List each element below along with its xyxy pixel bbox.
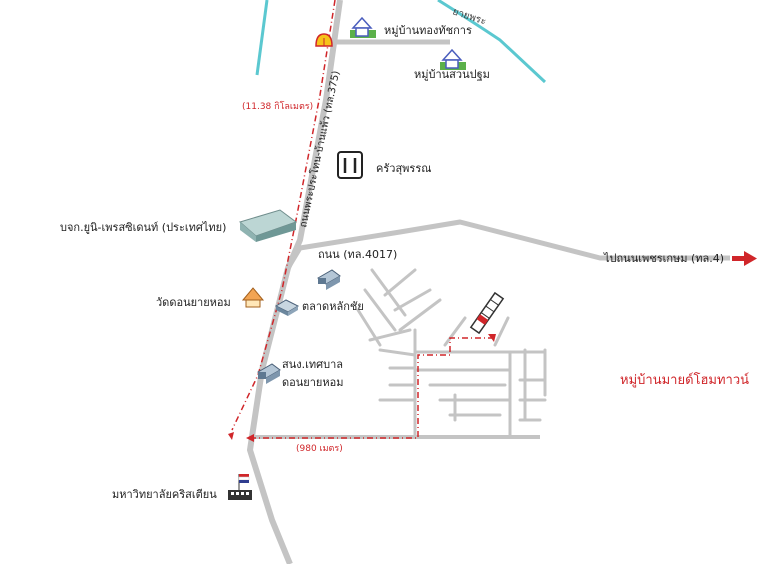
main-road-label: ถนนพระประโทน-บ้านแพ้ว (ทล.375): [296, 69, 342, 228]
house-icon: [350, 16, 376, 38]
temple-label: วัดดอนยายหอม: [156, 296, 231, 309]
restaurant-label: ครัวสุพรรณ: [376, 162, 432, 175]
municipal-label-line2: ดอนยายหอม: [282, 376, 344, 389]
river-right: [437, 0, 547, 84]
village-suanpathom-label: หมู่บ้านสวนปฐม: [414, 68, 490, 81]
main-distance-label: (11.38 กิโลเมตร): [242, 102, 314, 112]
main-road: [247, 0, 343, 564]
destination-label: หมู่บ้านมายด์โฮมทาวน์: [620, 373, 750, 388]
house-icon: [440, 48, 466, 70]
university-label: มหาวิทยาลัยคริสเตียน: [112, 488, 217, 501]
village-thongthat-label: หมู่บ้านทองทัชการ: [384, 24, 472, 37]
side-distance-label: (980 เมตร): [296, 444, 343, 454]
office-building-icon: [274, 299, 300, 316]
local-streets: [356, 268, 547, 439]
office-building-icon: [317, 269, 341, 290]
river-left: [255, 0, 269, 76]
to-phetkasem-label: ไปถนนเพชรเกษม (ทล.4): [604, 252, 725, 265]
factory-label: บจก.ยูนิ-เพรสซิเดนท์ (ประเทศไทย): [60, 221, 227, 234]
destination-marker-icon: [469, 291, 505, 335]
factory-icon: [238, 209, 298, 242]
office-building-icon: [257, 363, 281, 384]
route-arrow-down: [228, 432, 234, 440]
route-arrow-up: [488, 334, 496, 342]
fork-knife-icon: [337, 151, 363, 179]
road-4017: [285, 219, 730, 270]
municipal-label-line1: สนง.เทศบาล: [282, 358, 343, 371]
shell-fuel-icon: [315, 33, 333, 47]
route-line: [231, 0, 492, 439]
right-arrow-icon: [732, 251, 757, 266]
route-arrow-left: [246, 434, 254, 442]
university-icon: [228, 474, 252, 500]
road-4017-label: ถนน (ทล.4017): [318, 248, 398, 261]
temple-icon: [241, 287, 265, 308]
market-label: ตลาดหลักชัย: [302, 300, 364, 313]
